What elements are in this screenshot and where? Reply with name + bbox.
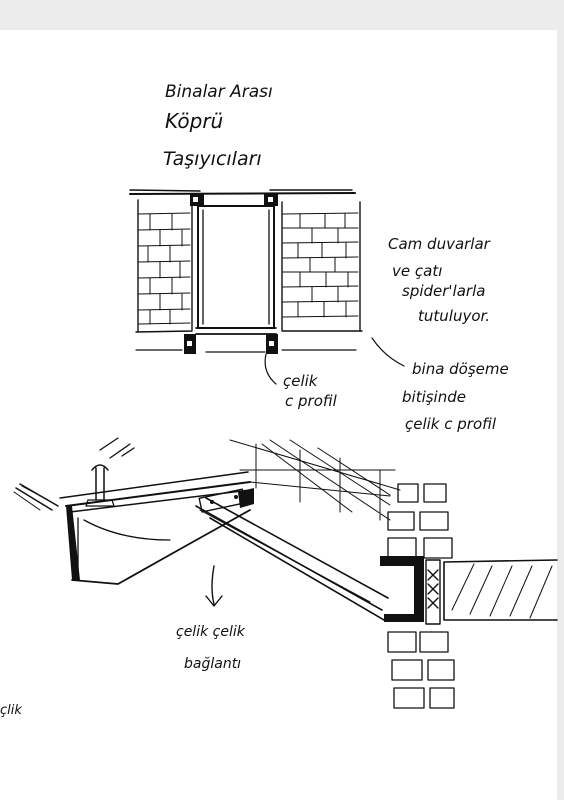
diagonal-steel-beam [195, 497, 389, 621]
connection-arrow [205, 565, 223, 607]
brick-column [387, 483, 455, 709]
top-slab-line-2 [129, 189, 353, 192]
leader-slab-profile [371, 337, 405, 367]
emphasis-strokes [99, 437, 135, 459]
wall-perspective-lines [229, 439, 401, 521]
c-profile-note-1: çelik [283, 372, 319, 390]
elevation-sketch [129, 189, 405, 385]
bridge-top-edge [65, 481, 251, 507]
glass-note-3: spider'larla [402, 282, 485, 300]
bollard-post [91, 464, 109, 501]
right-brick-wall [281, 201, 363, 332]
paper-edge [0, 0, 557, 30]
connection-note-1: çelik çelik [176, 624, 246, 640]
title-line-2: Köprü [165, 109, 223, 133]
floor-slab [443, 559, 558, 621]
title-line-3: Taşıyıcıları [163, 148, 262, 170]
glass-note-1: Cam duvarlar [388, 235, 491, 253]
c-profile-note-2: c profil [285, 392, 338, 410]
bridge-deck [195, 327, 277, 335]
bridge-beam-bottom [71, 509, 251, 585]
slab-note-1: bina döşeme [412, 360, 509, 378]
connection-note-2: bağlantı [184, 656, 241, 672]
floor-slab-hatch [451, 563, 553, 619]
connection-bracket [238, 488, 254, 508]
bridge-opening-frame [197, 205, 275, 329]
top-slab-line [129, 192, 356, 195]
perspective-sketch [13, 437, 558, 709]
bottom-slab-lines [135, 349, 357, 353]
left-wall-piece [15, 483, 59, 511]
left-brick-wall [135, 199, 193, 333]
glass-note-4: tutuluyor. [418, 307, 490, 325]
slab-note-3: çelik c profil [405, 415, 497, 433]
margin-note: çlik [0, 703, 22, 718]
bridge-wall-dark [66, 506, 80, 580]
leader-c-profile [264, 353, 277, 385]
glass-note-2: ve çatı [392, 262, 442, 280]
slab-edge-c-profile [380, 556, 424, 622]
truss-detail [425, 559, 441, 625]
title-line-1: Binalar Arası [165, 82, 273, 102]
slab-note-2: bitişinde [402, 388, 466, 406]
opening-inner-lines [202, 209, 270, 325]
